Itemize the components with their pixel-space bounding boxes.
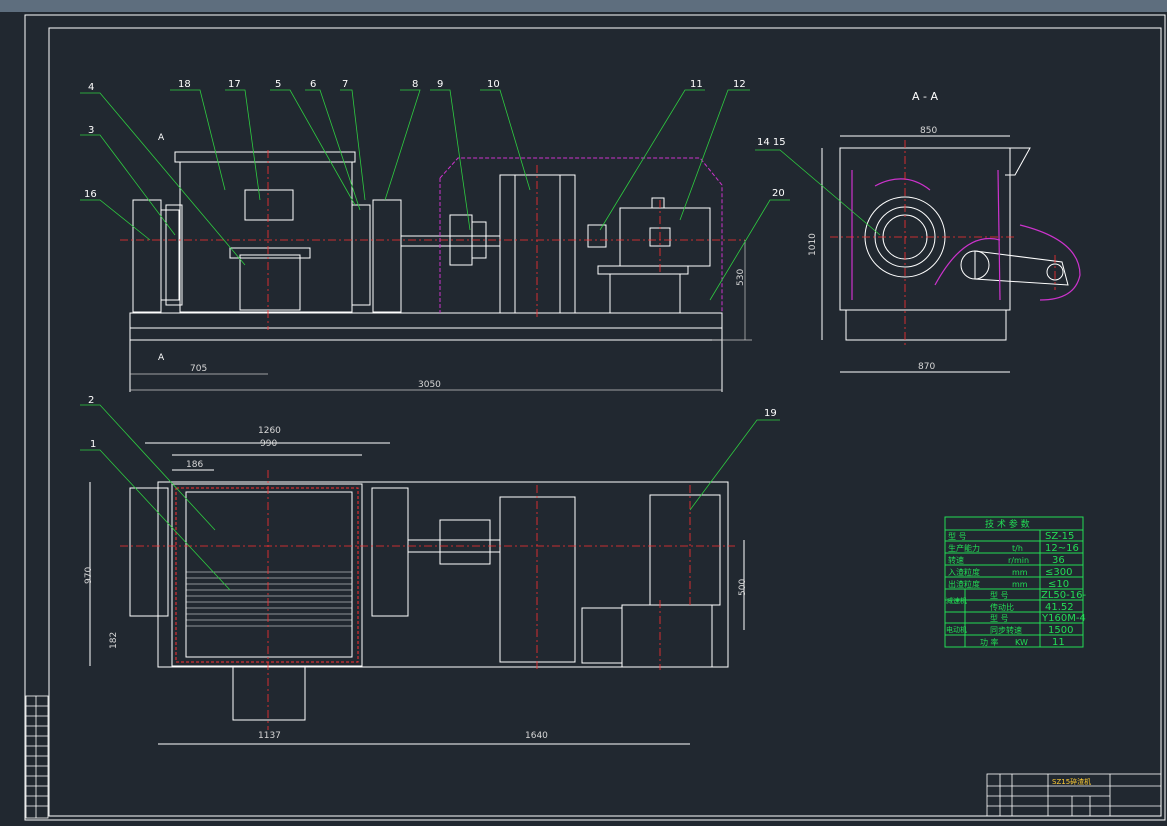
- plan-view: [89, 442, 745, 745]
- part-6: 6: [310, 79, 316, 90]
- dim-1640: 1640: [525, 731, 548, 741]
- title-block: [986, 773, 1162, 817]
- dim-970: 970: [84, 567, 94, 584]
- spec-r6-value: 41.52: [1045, 602, 1074, 613]
- front-center-lines: [120, 150, 745, 330]
- spec-r4-unit: mm: [1012, 580, 1028, 589]
- dim-1260: 1260: [258, 426, 281, 436]
- spec-r1-value: 12~16: [1045, 543, 1079, 554]
- spec-r3-label: 入渣粒度: [948, 567, 980, 577]
- dim-1010: 1010: [808, 233, 818, 256]
- spec-r5-label: 型 号: [990, 591, 1009, 600]
- section-center-lines: [830, 140, 1056, 345]
- part-number-labels: 4 3 16 18 17 5 6 7 8 9 10 11 12 14 15 20…: [84, 79, 786, 450]
- part-18: 18: [178, 79, 191, 90]
- spec-r0-label: 型 号: [948, 532, 967, 541]
- spec-r4-label: 出渣粒度: [948, 579, 980, 589]
- revision-strip: [25, 695, 49, 819]
- spec-r1-label: 生产能力: [948, 543, 980, 553]
- part-2: 2: [88, 395, 94, 406]
- part-19: 19: [764, 408, 777, 419]
- front-dimension-lines: [130, 240, 752, 391]
- spec-group-motor: 电动机: [946, 625, 967, 634]
- spec-r2-unit: r/min: [1008, 556, 1029, 565]
- spec-r2-value: 36: [1052, 555, 1065, 566]
- dim-530: 530: [736, 269, 746, 286]
- cad-drawing-canvas[interactable]: 4 3 16 18 17 5 6 7 8 9 10 11 12 14 15 20…: [0, 12, 1167, 826]
- part-5: 5: [275, 79, 281, 90]
- part-4: 4: [88, 82, 94, 93]
- dim-186: 186: [186, 460, 203, 470]
- spec-table: 技 术 参 数 型 号 SZ-15 生产能力 t/h 12~16 转速 r/mi…: [944, 516, 1086, 648]
- dim-705: 705: [190, 364, 207, 374]
- front-view: [129, 151, 723, 392]
- spec-r6-label: 传动比: [990, 602, 1014, 612]
- plan-center-lines: [120, 470, 735, 730]
- dim-850: 850: [920, 126, 937, 136]
- part-12: 12: [733, 79, 746, 90]
- spec-r8-value: 1500: [1048, 625, 1073, 636]
- plan-hidden-outline: [175, 487, 359, 663]
- title-block-drawing-name: SZ15碎渣机: [1052, 777, 1091, 786]
- part-8: 8: [412, 79, 418, 90]
- spec-r8-label: 同步转速: [990, 625, 1022, 635]
- dim-500: 500: [738, 579, 748, 596]
- dim-990: 990: [260, 439, 277, 449]
- dim-182: 182: [109, 632, 119, 649]
- part-16: 16: [84, 189, 97, 200]
- spec-r2-label: 转速: [948, 555, 964, 565]
- spec-r3-value: ≤300: [1045, 567, 1072, 578]
- spec-r7-label: 型 号: [990, 614, 1009, 623]
- window-top-bar: [0, 0, 1167, 12]
- leader-lines: [80, 89, 881, 591]
- spec-r0-value: SZ-15: [1045, 531, 1074, 542]
- part-10: 10: [487, 79, 500, 90]
- section-view: [821, 135, 1069, 373]
- part-3: 3: [88, 125, 94, 136]
- part-11: 11: [690, 79, 703, 90]
- spec-title: 技 术 参 数: [985, 518, 1030, 530]
- spec-r7-value: Y160M-4: [1041, 613, 1086, 624]
- part-9: 9: [437, 79, 443, 90]
- section-markers: A A A - A: [158, 90, 938, 363]
- part-1: 1: [90, 439, 96, 450]
- part-7: 7: [342, 79, 348, 90]
- section-mark-bottom: A: [158, 353, 165, 363]
- spec-r4-value: ≤10: [1048, 579, 1069, 590]
- dimension-labels: 705 3050 530 850 1010 870 1260 990 186 9…: [84, 126, 937, 741]
- dim-870: 870: [918, 362, 935, 372]
- spec-r1-unit: t/h: [1012, 544, 1023, 553]
- dim-1137: 1137: [258, 731, 281, 741]
- spec-r9-unit: KW: [1015, 638, 1028, 647]
- plan-grate: [186, 571, 352, 627]
- dim-3050: 3050: [418, 380, 441, 390]
- spec-group-reducer: 减速机: [946, 596, 967, 605]
- spec-r9-value: 11: [1052, 637, 1065, 648]
- section-mark-top: A: [158, 133, 165, 143]
- part-17: 17: [228, 79, 241, 90]
- spec-r5-value: ZL50-16-: [1041, 590, 1086, 601]
- spec-r3-unit: mm: [1012, 568, 1028, 577]
- part-14-15: 14 15: [757, 137, 786, 148]
- section-hidden-lines: [851, 169, 1081, 301]
- spec-r9-label: 功 率: [980, 637, 999, 647]
- section-title: A - A: [912, 90, 938, 103]
- sheet-border: [24, 14, 1166, 821]
- part-20: 20: [772, 188, 785, 199]
